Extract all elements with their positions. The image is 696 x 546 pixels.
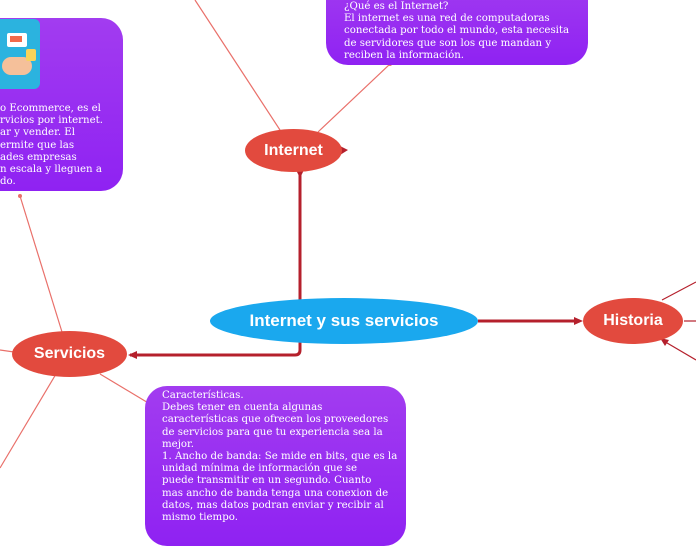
connector-servicios-caracteristicas [99, 373, 151, 405]
note-line: El internet es una red de computadoras [344, 13, 550, 25]
note-line: ar y vender. El [0, 127, 75, 139]
note-line: Características. [162, 390, 244, 401]
central-topic[interactable]: Internet y sus servicios [210, 298, 478, 344]
arrowhead-historia-down [660, 338, 669, 346]
topic-historia[interactable]: Historia [583, 298, 683, 344]
arrowhead-internet-note [340, 146, 348, 155]
note-line: reciben la información. [344, 49, 465, 61]
connector-historia-down [661, 339, 696, 361]
note-line: 1. Ancho de banda: Se mide en bits, que … [162, 451, 398, 463]
note-line: mas ancho de banda tenga una conexion de [162, 487, 389, 499]
note-line: unidad mínima de información que se [162, 463, 358, 475]
note-line: de servicios para que tu experiencia sea… [162, 426, 383, 438]
note-line: mismo tiempo. [162, 512, 238, 524]
connector-internet-note [317, 63, 391, 133]
note-internet[interactable]: ¿Qué es el Internet? El internet es una … [326, 0, 588, 65]
note-line: do. [0, 176, 16, 188]
note-caracteristicas[interactable]: Características. Debes tener en cuenta a… [145, 386, 406, 546]
note-line: de servidores que son los que mandan y [344, 37, 552, 49]
connector-layer [0, 0, 696, 469]
connector-servicios-left [0, 349, 15, 353]
note-line: mejor. [162, 438, 194, 450]
arrowhead-historia [574, 317, 583, 325]
topic-servicios[interactable]: Servicios [12, 331, 127, 377]
note-line: Debes tener en cuenta algunas [162, 402, 323, 414]
note-line: puede transmitir en un segundo. Cuanto [162, 475, 372, 487]
note-line: conectada por todo el mundo, esta necesi… [344, 25, 570, 37]
note-line: n escala y lleguen a [0, 164, 102, 176]
connector-historia-up [661, 281, 696, 301]
topic-internet[interactable]: Internet [245, 129, 342, 172]
connector-servicios-ecommerce [19, 195, 63, 333]
note-line: características que ofrecen los proveedo… [162, 414, 389, 426]
note-line: ¿Qué es el Internet? [344, 1, 449, 12]
connector-servicios-down [0, 373, 57, 469]
ecommerce-illustration-icon [0, 19, 40, 89]
note-line: o Ecommerce, es el [0, 103, 101, 114]
connector-dot-ecommerce [18, 194, 22, 198]
arrowhead-servicios [128, 351, 137, 359]
note-line: ermite que las [0, 139, 75, 151]
note-line: ades empresas [0, 151, 77, 163]
connector-central-servicios [130, 320, 302, 357]
note-line: rvicios por internet. [0, 115, 103, 127]
connector-internet-offscreen [194, 0, 281, 131]
note-line: datos, mas datos podran enviar y recibir… [162, 499, 384, 511]
arrowhead-internet [296, 170, 304, 178]
